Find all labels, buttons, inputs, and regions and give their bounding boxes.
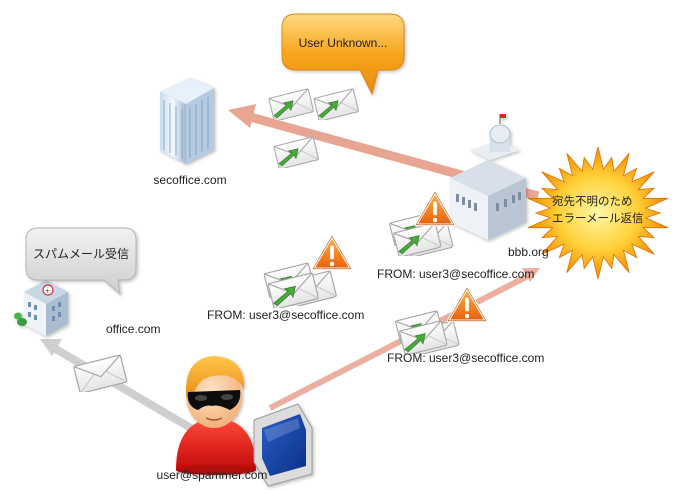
spam-received-text: スパムメール受信 (33, 247, 129, 261)
secoffice-label: secoffice.com (153, 173, 226, 187)
from-label-left: FROM: user3@secoffice.com (207, 308, 364, 322)
from-label-lower-right: FROM: user3@secoffice.com (387, 351, 544, 365)
user-unknown-callout (281, 13, 405, 96)
warning-icon (446, 286, 488, 323)
burst-text-line2: エラーメール返信 (552, 212, 644, 225)
warning-icon (311, 234, 353, 271)
spammer-label: user@spammer.com (157, 468, 268, 482)
bbb-building-icon (450, 114, 526, 240)
office-label: office.com (106, 322, 160, 336)
spammer-avatar-icon (176, 356, 256, 475)
svg-text:+: + (46, 288, 50, 295)
delivery-arrow (40, 339, 199, 435)
bounce-envelope-icon (314, 89, 359, 122)
spam-to-bbb-arrow (268, 268, 540, 411)
office-building-icon: + (14, 280, 68, 336)
bbb-label: bbb.org (508, 245, 549, 259)
bounce-envelope-icon (274, 137, 319, 170)
burst-text-line1: 宛先不明のため (552, 194, 633, 208)
secoffice-building-icon (160, 78, 214, 164)
user-unknown-text: User Unknown... (299, 36, 388, 50)
explosion-burst-icon (527, 146, 669, 280)
spam-received-callout (25, 227, 137, 296)
bounce-envelope-icon (269, 89, 314, 122)
monitor-icon (253, 403, 313, 487)
warning-icon (414, 190, 456, 227)
from-label-upper-right: FROM: user3@secoffice.com (377, 267, 534, 281)
